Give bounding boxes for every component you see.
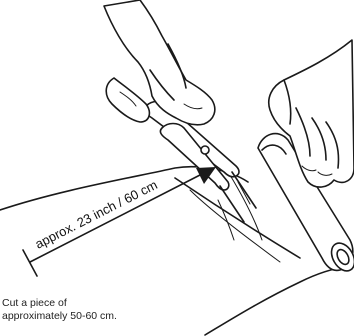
left-hand (104, 0, 215, 125)
caption-line-1: Cut a piece of (2, 297, 182, 310)
caption: Cut a piece of approximately 50-60 cm. (2, 297, 182, 323)
measurement-line (30, 175, 200, 262)
measurement-label: approx. 23 inch / 60 cm (33, 177, 160, 252)
measurement-end-tick (23, 250, 37, 276)
caption-line-2: approximately 50-60 cm. (2, 310, 182, 323)
measurement-indicator: approx. 23 inch / 60 cm (23, 167, 216, 276)
